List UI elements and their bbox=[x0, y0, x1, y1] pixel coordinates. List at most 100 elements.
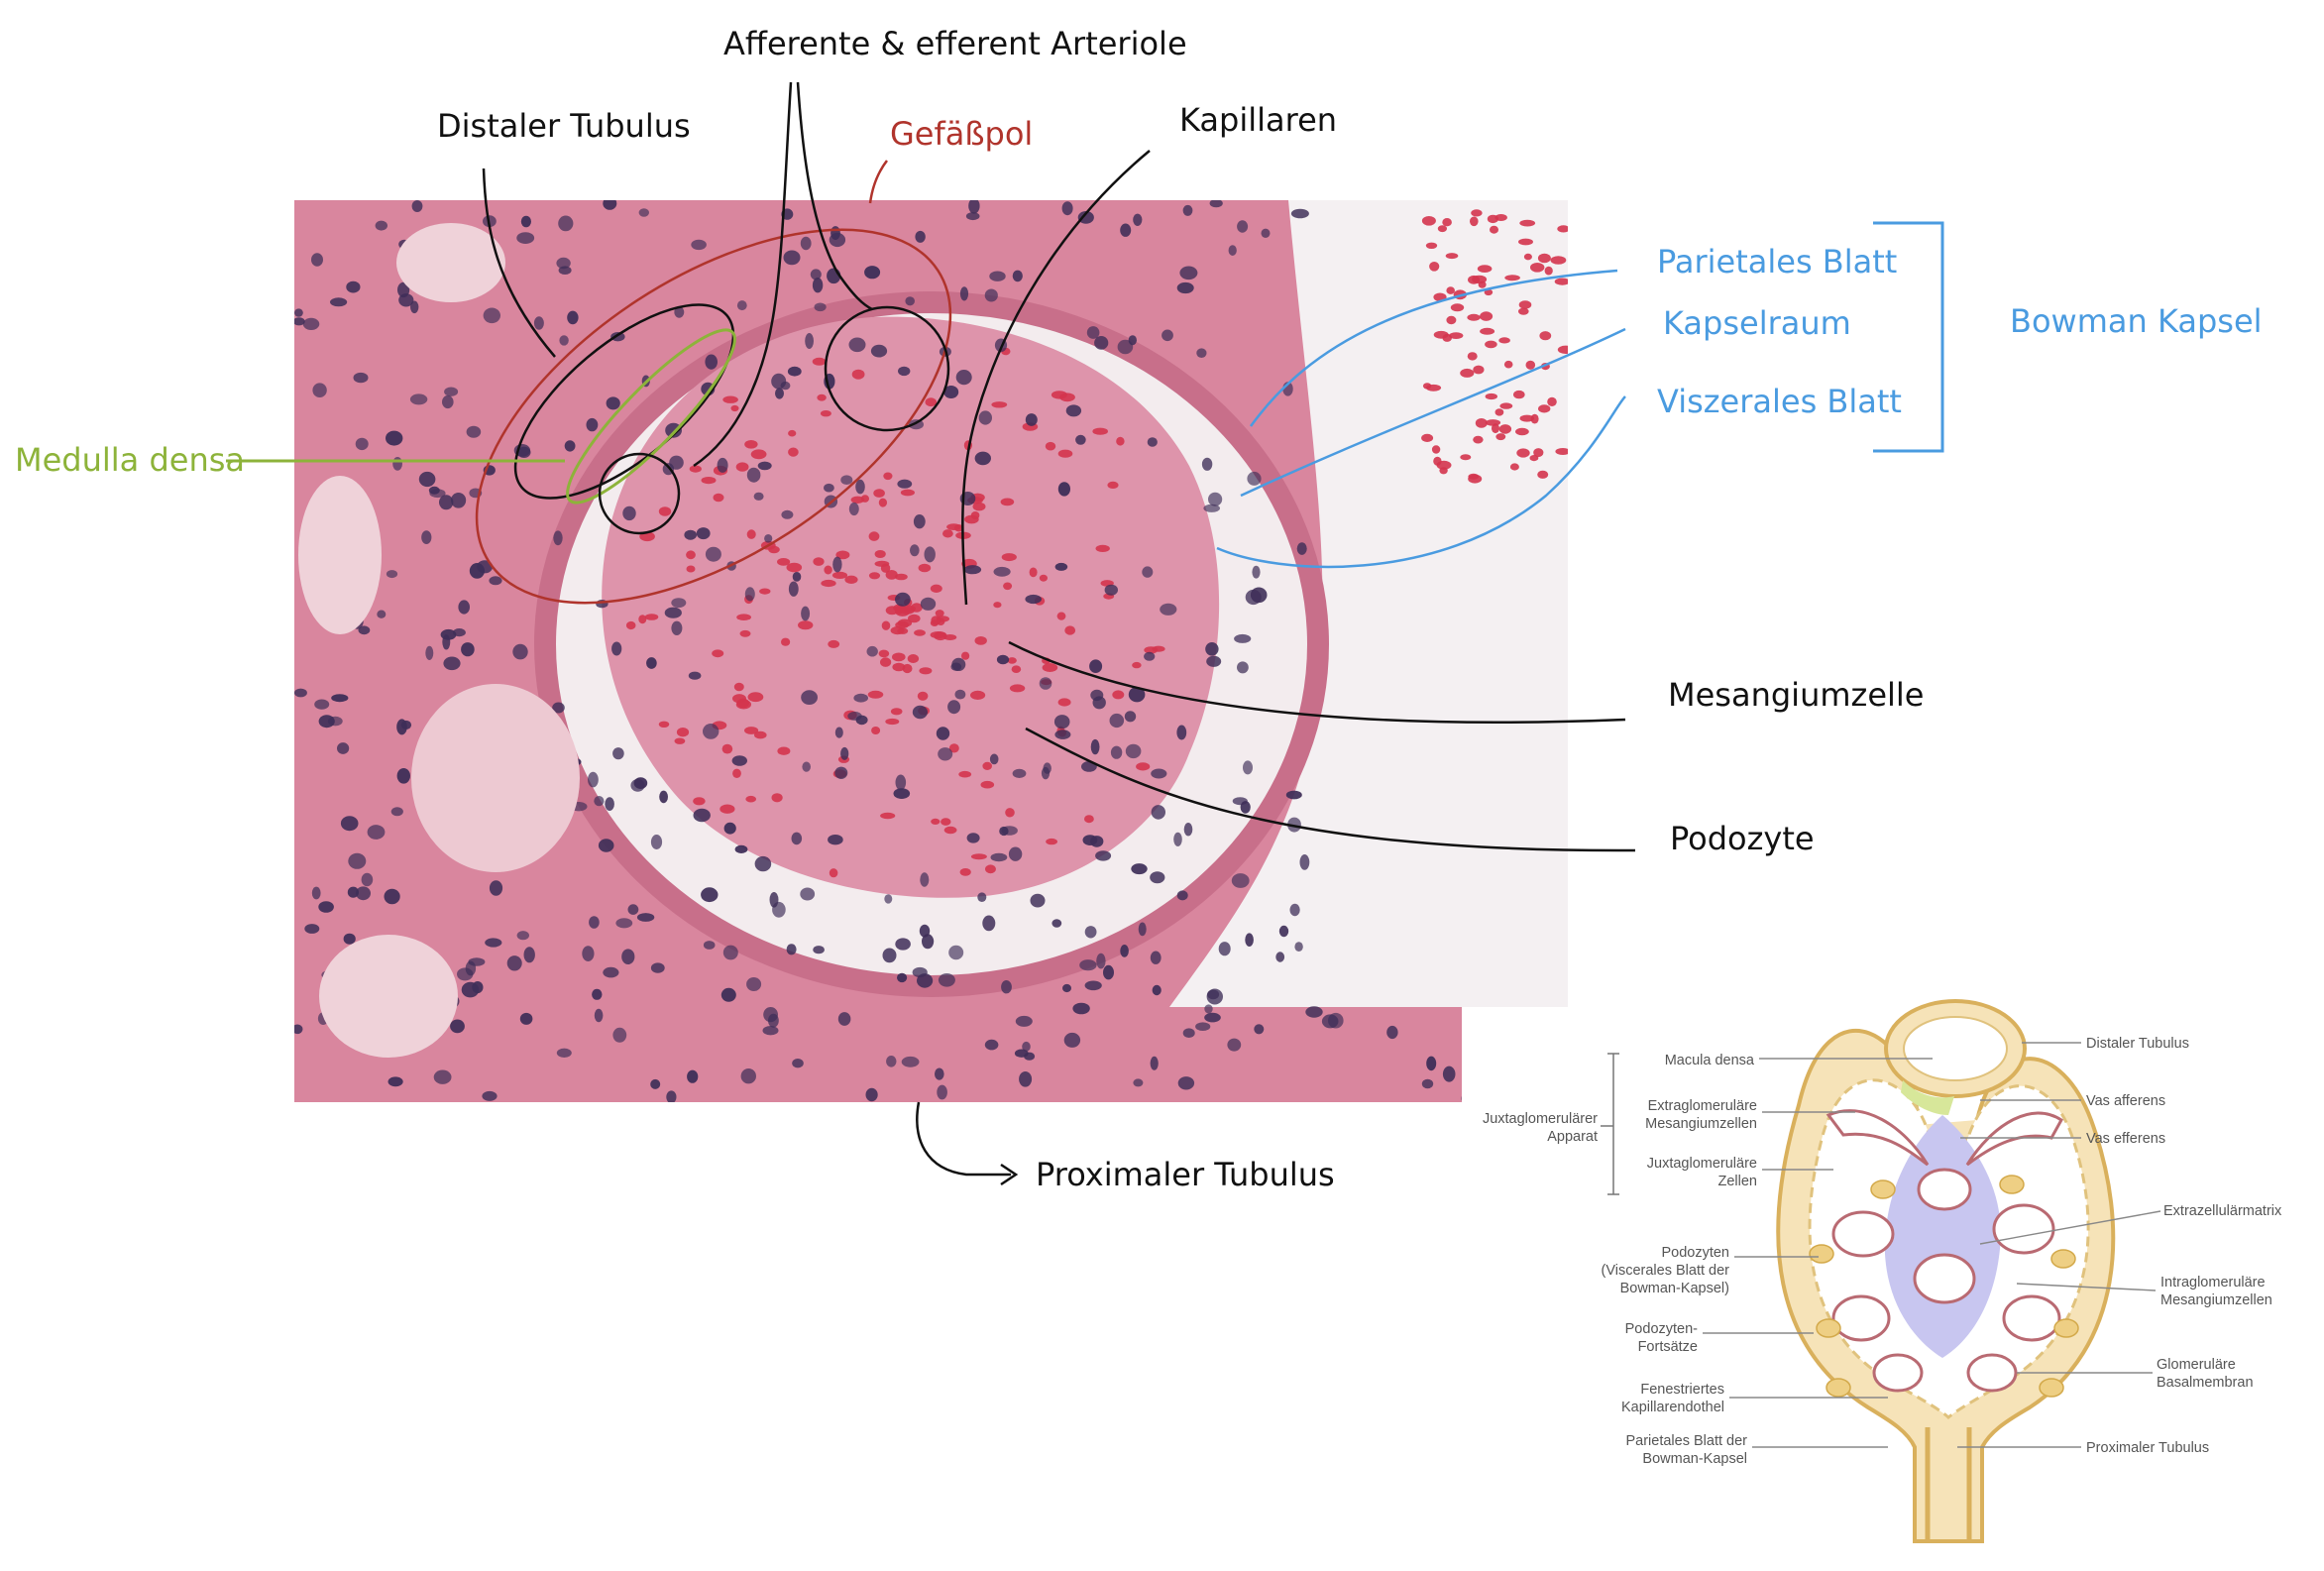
red-blood-cell bbox=[1460, 454, 1472, 461]
nucleus bbox=[855, 715, 868, 726]
nucleus bbox=[1461, 1091, 1476, 1102]
red-blood-cell bbox=[658, 721, 670, 728]
nucleus bbox=[353, 372, 369, 384]
red-blood-cell bbox=[788, 429, 797, 437]
red-blood-cell bbox=[1539, 331, 1552, 341]
red-blood-cell bbox=[982, 761, 992, 771]
nucleus bbox=[768, 1013, 779, 1028]
nucleus bbox=[924, 546, 936, 563]
nucleus bbox=[1426, 1056, 1437, 1071]
nucleus bbox=[1182, 204, 1193, 216]
nucleus bbox=[882, 948, 897, 963]
nucleus bbox=[1177, 1076, 1195, 1090]
nucleus bbox=[948, 945, 964, 960]
nucleus bbox=[837, 1012, 851, 1026]
nucleus bbox=[1176, 281, 1194, 294]
nucleus bbox=[559, 335, 569, 346]
nucleus bbox=[594, 1008, 604, 1023]
red-blood-cell bbox=[1557, 225, 1568, 233]
nucleus bbox=[1196, 348, 1207, 359]
nucleus bbox=[1012, 768, 1027, 779]
nucleus bbox=[610, 332, 625, 342]
red-blood-cell bbox=[1445, 253, 1459, 260]
nucleus bbox=[1285, 790, 1302, 800]
nucleus bbox=[1082, 835, 1098, 845]
nucleus bbox=[611, 641, 622, 656]
nucleus bbox=[1205, 642, 1219, 656]
nucleus bbox=[1247, 471, 1262, 486]
nucleus bbox=[1128, 687, 1146, 703]
red-blood-cell bbox=[693, 797, 706, 806]
nucleus bbox=[622, 505, 636, 521]
red-blood-cell bbox=[1449, 332, 1464, 339]
nucleus bbox=[1109, 713, 1125, 729]
red-blood-cell bbox=[943, 826, 957, 835]
nucleus bbox=[671, 620, 683, 635]
nucleus bbox=[650, 1078, 661, 1089]
red-blood-cell bbox=[1554, 278, 1568, 285]
red-blood-cell bbox=[946, 523, 961, 530]
red-blood-cell bbox=[974, 636, 987, 645]
nucleus bbox=[1133, 1078, 1144, 1087]
nucleus bbox=[912, 966, 928, 978]
nucleus bbox=[705, 354, 718, 370]
nucleus bbox=[375, 220, 387, 231]
red-blood-cell bbox=[937, 617, 945, 625]
red-blood-cell bbox=[881, 620, 891, 630]
nucleus bbox=[687, 1069, 699, 1083]
red-blood-cell bbox=[1525, 360, 1536, 370]
red-blood-cell bbox=[1057, 698, 1071, 707]
nucleus bbox=[746, 977, 762, 991]
nucleus bbox=[746, 467, 761, 483]
nucleus bbox=[1261, 228, 1271, 238]
nucleus bbox=[567, 310, 579, 325]
schematic-proximal-tubule bbox=[1925, 1427, 1972, 1541]
nucleus bbox=[974, 451, 991, 466]
red-blood-cell bbox=[941, 818, 951, 826]
nucleus bbox=[586, 417, 599, 432]
nucleus bbox=[397, 281, 410, 298]
red-blood-cell bbox=[1472, 275, 1488, 284]
red-blood-cell bbox=[961, 651, 970, 660]
red-blood-cell bbox=[1107, 481, 1119, 489]
nucleus bbox=[938, 973, 955, 987]
nucleus bbox=[1289, 903, 1300, 917]
nucleus bbox=[1386, 1025, 1398, 1040]
red-blood-cell bbox=[844, 575, 858, 584]
nucleus bbox=[705, 546, 721, 562]
nucleus bbox=[943, 386, 959, 398]
red-blood-cell bbox=[686, 550, 696, 560]
red-blood-cell bbox=[745, 795, 756, 803]
red-blood-cell bbox=[871, 727, 881, 734]
sch-jga-1: Juxtaglomerulärer bbox=[1483, 1111, 1598, 1127]
red-blood-cell bbox=[892, 652, 906, 662]
red-blood-cell bbox=[867, 690, 884, 699]
nucleus bbox=[701, 887, 719, 903]
schematic-left-leaders bbox=[1703, 1058, 1933, 1448]
red-blood-cell bbox=[732, 768, 741, 778]
red-blood-cell bbox=[644, 614, 659, 620]
nucleus bbox=[1019, 1071, 1033, 1087]
capillary-loop bbox=[1831, 1210, 1895, 1258]
nucleus bbox=[920, 597, 937, 611]
red-blood-cell bbox=[1498, 337, 1510, 344]
proximal-arrowhead bbox=[1000, 1163, 1019, 1186]
red-blood-cell bbox=[1425, 242, 1438, 249]
nucleus bbox=[650, 835, 663, 849]
nucleus bbox=[465, 960, 477, 976]
nucleus bbox=[884, 894, 893, 904]
nucleus bbox=[1252, 565, 1261, 579]
red-blood-cell bbox=[1494, 408, 1504, 416]
nucleus bbox=[1299, 854, 1310, 870]
nucleus bbox=[1203, 504, 1220, 512]
red-blood-cell bbox=[1557, 345, 1568, 354]
sch-gbm-2: Basalmembran bbox=[2157, 1375, 2254, 1391]
nucleus bbox=[558, 266, 572, 276]
podocyte-cell bbox=[1826, 1378, 1851, 1398]
nucleus bbox=[433, 1069, 452, 1084]
nucleus bbox=[311, 253, 323, 267]
red-blood-cell bbox=[1009, 684, 1026, 693]
nucleus bbox=[696, 527, 711, 540]
nucleus bbox=[703, 941, 716, 950]
